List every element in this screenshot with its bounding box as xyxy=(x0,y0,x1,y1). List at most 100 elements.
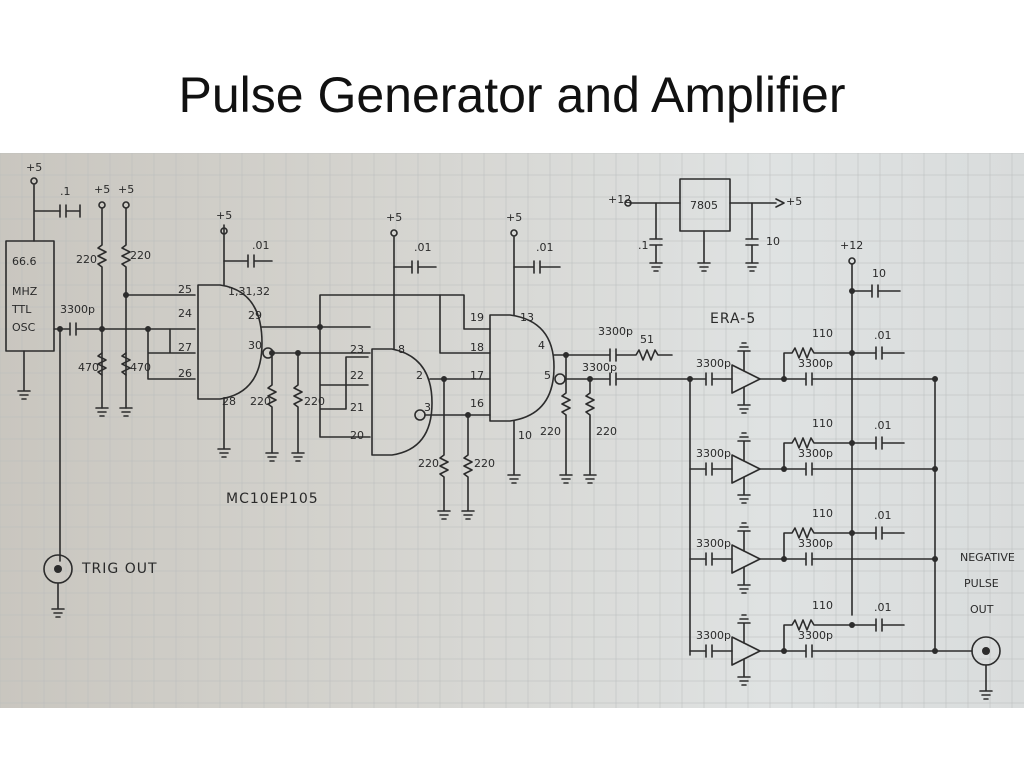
svg-text:110: 110 xyxy=(812,599,833,612)
svg-text:470: 470 xyxy=(130,361,151,374)
svg-text:OSC: OSC xyxy=(12,321,36,334)
svg-text:110: 110 xyxy=(812,507,833,520)
svg-text:18: 18 xyxy=(470,341,484,354)
svg-text:.1: .1 xyxy=(60,185,71,198)
gate-3-outputs: 3300p 51 3300p 220 220 xyxy=(540,325,691,484)
svg-text:.01: .01 xyxy=(414,241,432,254)
input-resistor-network: +5 +5 220 220 470 470 xyxy=(76,183,196,417)
svg-text:3300p: 3300p xyxy=(696,537,731,550)
svg-text:PULSE: PULSE xyxy=(964,577,999,590)
svg-text:3300p: 3300p xyxy=(798,629,833,642)
svg-text:220: 220 xyxy=(596,425,617,438)
svg-text:220: 220 xyxy=(540,425,561,438)
svg-text:OUT: OUT xyxy=(970,603,994,616)
gate-3: 19 18 17 16 13 4 5 10 +5 .01 xyxy=(470,211,566,484)
schematic-photo: 66.6 MHZ TTL OSC +5 .1 3300p TRIG OUT +5… xyxy=(0,153,1024,708)
svg-text:16: 16 xyxy=(470,397,484,410)
svg-text:22: 22 xyxy=(350,369,364,382)
svg-text:TTL: TTL xyxy=(11,303,32,316)
svg-text:+5: +5 xyxy=(386,211,402,224)
svg-text:+5: +5 xyxy=(216,209,232,222)
svg-text:25: 25 xyxy=(178,283,192,296)
svg-text:470: 470 xyxy=(78,361,99,374)
svg-text:3300p: 3300p xyxy=(696,629,731,642)
svg-text:.01: .01 xyxy=(874,601,892,614)
voltage-regulator: 7805 +12 +5 .1 10 xyxy=(608,178,802,272)
svg-text:220: 220 xyxy=(474,457,495,470)
svg-text:20: 20 xyxy=(350,429,364,442)
svg-text:+12: +12 xyxy=(840,239,863,252)
svg-text:10: 10 xyxy=(872,267,886,280)
svg-text:.01: .01 xyxy=(874,509,892,522)
svg-text:220: 220 xyxy=(304,395,325,408)
oscillator-block: 66.6 MHZ TTL OSC +5 .1 xyxy=(5,161,81,400)
trig-out-network: 3300p TRIG OUT xyxy=(43,303,196,618)
svg-text:7805: 7805 xyxy=(690,199,718,212)
svg-text:3300p: 3300p xyxy=(582,361,617,374)
svg-text:.01: .01 xyxy=(536,241,554,254)
svg-text:23: 23 xyxy=(350,343,364,356)
svg-text:.1: .1 xyxy=(638,239,649,252)
svg-text:+5: +5 xyxy=(94,183,110,196)
amplifier-stages: 3300p 110 3300p .01 3300p 110 3300p .01 3300p 110… xyxy=(687,327,938,686)
svg-text:3: 3 xyxy=(424,401,431,414)
amplifier-stage: 3300p 110 3300p .01 xyxy=(689,507,938,594)
amp-label: ERA-5 xyxy=(710,311,756,327)
svg-text:24: 24 xyxy=(178,307,192,320)
svg-text:10: 10 xyxy=(518,429,532,442)
svg-text:220: 220 xyxy=(76,253,97,266)
svg-text:66.6: 66.6 xyxy=(12,255,37,268)
negative-pulse-output: NEGATIVE PULSE OUT xyxy=(934,551,1015,700)
svg-text:220: 220 xyxy=(418,457,439,470)
svg-text:26: 26 xyxy=(178,367,192,380)
svg-text:27: 27 xyxy=(178,341,192,354)
svg-text:220: 220 xyxy=(130,249,151,262)
svg-text:+5: +5 xyxy=(118,183,134,196)
amp-supply-rail: +12 10 xyxy=(840,239,901,616)
svg-text:5: 5 xyxy=(544,369,551,382)
svg-text:+5: +5 xyxy=(786,195,802,208)
svg-text:3300p: 3300p xyxy=(60,303,95,316)
svg-text:13: 13 xyxy=(520,311,534,324)
svg-text:29: 29 xyxy=(248,309,262,322)
svg-text:19: 19 xyxy=(470,311,484,324)
svg-text:MHZ: MHZ xyxy=(12,285,38,298)
svg-text:2: 2 xyxy=(416,369,423,382)
svg-text:+5: +5 xyxy=(26,161,42,174)
svg-text:4: 4 xyxy=(538,339,545,352)
trig-out-label: TRIG OUT xyxy=(81,561,158,577)
svg-text:1,31,32: 1,31,32 xyxy=(228,285,270,298)
amplifier-stage: 3300p 110 3300p .01 xyxy=(689,417,938,504)
schematic-drawing: 66.6 MHZ TTL OSC +5 .1 3300p TRIG OUT +5… xyxy=(0,153,1024,708)
svg-text:21: 21 xyxy=(350,401,364,414)
svg-text:110: 110 xyxy=(812,417,833,430)
svg-text:3300p: 3300p xyxy=(798,447,833,460)
amplifier-stage: 3300p 110 3300p .01 xyxy=(689,599,938,686)
svg-text:.01: .01 xyxy=(874,329,892,342)
svg-text:.01: .01 xyxy=(874,419,892,432)
svg-text:10: 10 xyxy=(766,235,780,248)
svg-text:+12: +12 xyxy=(608,193,631,206)
svg-text:NEGATIVE: NEGATIVE xyxy=(960,551,1015,564)
svg-text:220: 220 xyxy=(250,395,271,408)
svg-text:30: 30 xyxy=(248,339,262,352)
gate-2: 23 22 21 20 8 2 3 +5 .01 220 220 xyxy=(350,211,495,520)
slide-title: Pulse Generator and Amplifier xyxy=(178,67,846,123)
svg-text:+5: +5 xyxy=(506,211,522,224)
gate-1: 25 24 27 26 29 30 28 1,31,32 +5 .01 xyxy=(178,209,274,458)
svg-text:.01: .01 xyxy=(252,239,270,252)
gate-1-outputs: 220 220 xyxy=(250,294,491,462)
svg-text:3300p: 3300p xyxy=(598,325,633,338)
svg-text:3300p: 3300p xyxy=(798,537,833,550)
amplifier-stage: 3300p 110 3300p .01 xyxy=(687,327,938,414)
svg-text:51: 51 xyxy=(640,333,654,346)
svg-text:3300p: 3300p xyxy=(798,357,833,370)
svg-text:3300p: 3300p xyxy=(696,357,731,370)
svg-text:17: 17 xyxy=(470,369,484,382)
svg-text:3300p: 3300p xyxy=(696,447,731,460)
chip-label: MC10EP105 xyxy=(226,491,319,507)
svg-text:28: 28 xyxy=(222,395,236,408)
graph-paper-grid xyxy=(0,153,1024,708)
svg-text:110: 110 xyxy=(812,327,833,340)
svg-text:8: 8 xyxy=(398,343,405,356)
